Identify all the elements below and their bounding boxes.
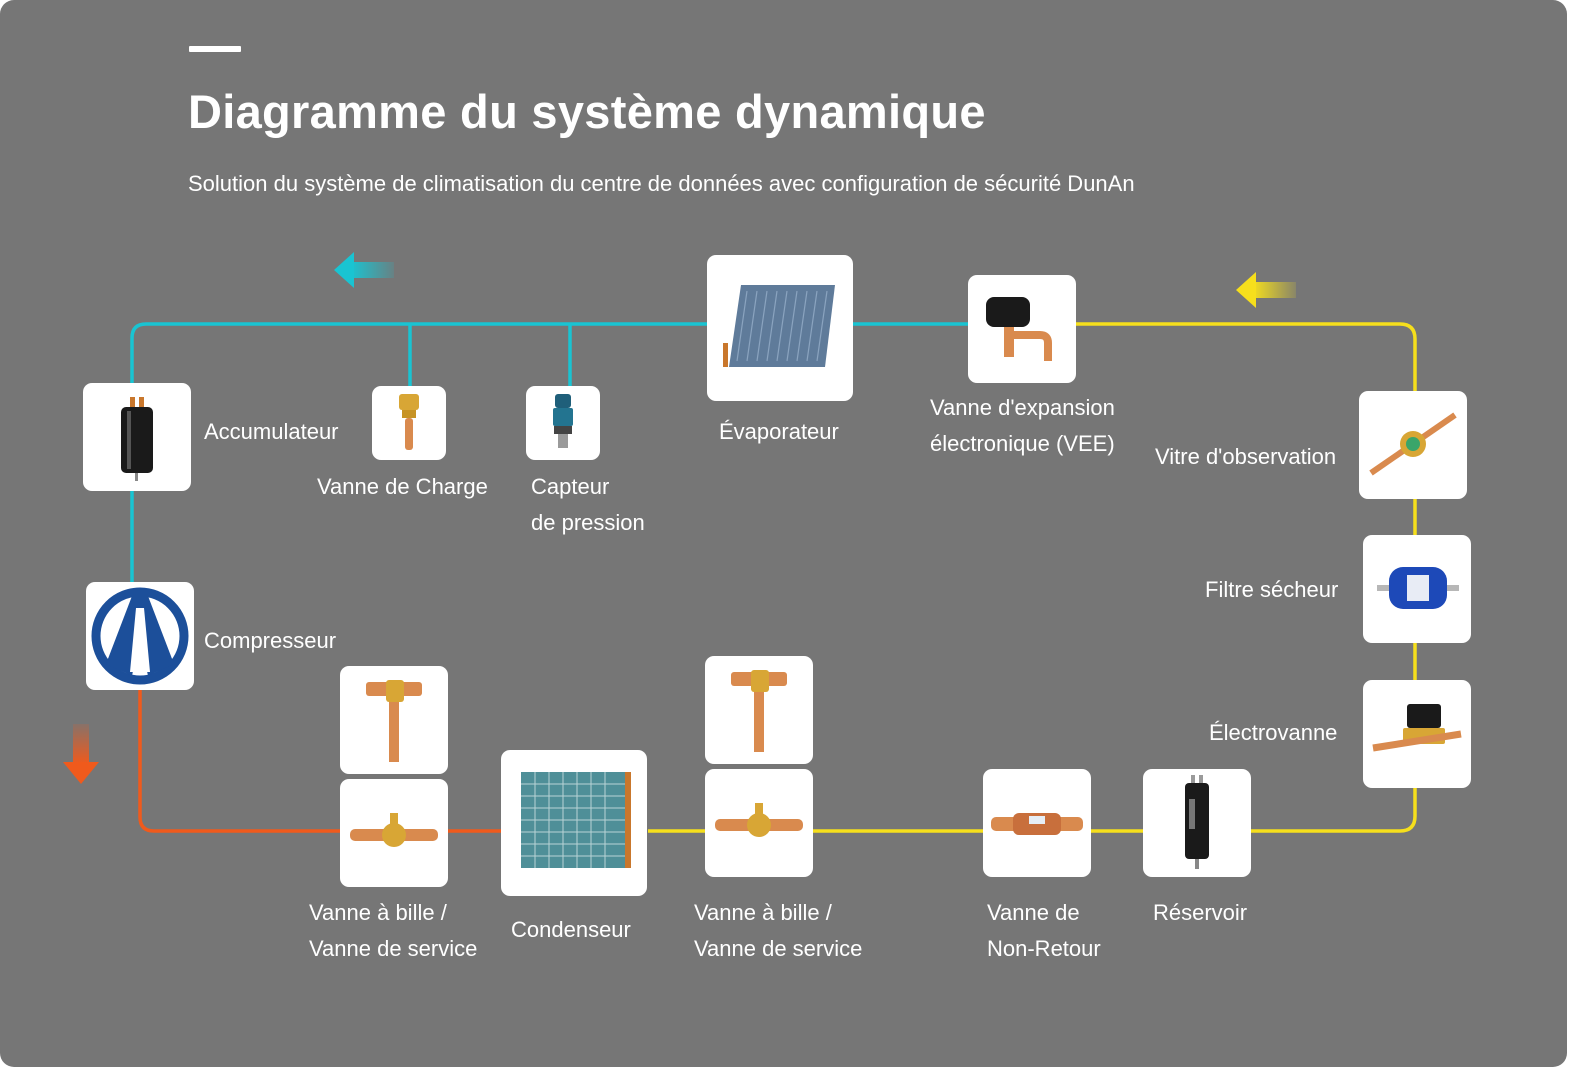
check-valve-icon bbox=[991, 813, 1083, 835]
eev-card[interactable] bbox=[968, 275, 1076, 383]
solenoid-valve-card[interactable] bbox=[1363, 680, 1471, 788]
solenoid-valve-label: Électrovanne bbox=[1209, 720, 1338, 745]
ball-valve-left-bottom-card[interactable] bbox=[340, 779, 448, 887]
evaporator-card[interactable] bbox=[707, 255, 853, 401]
condenser-icon bbox=[521, 772, 631, 868]
evaporator-label: Évaporateur bbox=[719, 419, 839, 444]
arrow-left-icon bbox=[1236, 272, 1296, 308]
filter-drier-card[interactable] bbox=[1363, 535, 1471, 643]
receiver-label: Réservoir bbox=[1153, 900, 1248, 925]
service-valve-icon bbox=[731, 670, 787, 752]
ball-valve-right-top-card[interactable] bbox=[705, 656, 813, 764]
receiver-icon bbox=[1185, 775, 1209, 869]
eev-label: Vanne d'expansion électronique (VEE) bbox=[930, 395, 1115, 456]
check-valve-card[interactable] bbox=[983, 769, 1091, 877]
condenser-label: Condenseur bbox=[511, 917, 631, 942]
ball-valve-right-bottom-card[interactable] bbox=[705, 769, 813, 877]
discharge-line bbox=[138, 690, 502, 833]
pressure-sensor-card[interactable] bbox=[526, 386, 600, 460]
ball-valve-icon bbox=[350, 813, 438, 847]
charge-valve-label: Vanne de Charge bbox=[317, 474, 488, 499]
sight-glass-icon bbox=[1369, 412, 1457, 476]
compressor-card[interactable] bbox=[86, 582, 194, 690]
filter-drier-icon bbox=[1377, 567, 1459, 609]
pressure-sensor-label: Capteur de pression bbox=[531, 474, 645, 535]
page-subtitle: Solution du système de climatisation du … bbox=[188, 171, 1135, 196]
accumulator-icon bbox=[121, 397, 153, 481]
title-accent-bar bbox=[189, 46, 241, 52]
compressor-label: Compresseur bbox=[204, 628, 337, 653]
accumulator-card[interactable] bbox=[83, 383, 191, 491]
receiver-card[interactable] bbox=[1143, 769, 1251, 877]
charge-valve-card[interactable] bbox=[372, 386, 446, 460]
page-title: Diagramme du système dynamique bbox=[188, 85, 986, 138]
sight-glass-label: Vitre d'observation bbox=[1155, 444, 1337, 469]
check-valve-label: Vanne de Non-Retour bbox=[987, 900, 1101, 961]
service-valve-icon bbox=[366, 680, 422, 762]
ball-valve-icon bbox=[715, 803, 803, 837]
ball-valve-right-label: Vanne à bille / Vanne de service bbox=[694, 900, 863, 961]
eev-icon bbox=[986, 297, 1052, 361]
charge-valve-icon bbox=[399, 394, 419, 450]
ball-valve-left-label: Vanne à bille / Vanne de service bbox=[309, 900, 478, 961]
accumulator-label: Accumulateur bbox=[204, 419, 339, 444]
arrow-left-icon bbox=[334, 252, 394, 288]
arrow-down-icon bbox=[63, 724, 99, 784]
solenoid-valve-icon bbox=[1372, 704, 1462, 752]
ball-valve-left-top-card[interactable] bbox=[340, 666, 448, 774]
dunan-logo-icon bbox=[91, 587, 189, 685]
sight-glass-card[interactable] bbox=[1359, 391, 1467, 499]
condenser-card[interactable] bbox=[501, 750, 647, 896]
filter-drier-label: Filtre sécheur bbox=[1205, 577, 1339, 602]
evaporator-icon bbox=[723, 285, 835, 367]
pressure-sensor-icon bbox=[553, 394, 573, 448]
suction-line bbox=[130, 322, 970, 585]
